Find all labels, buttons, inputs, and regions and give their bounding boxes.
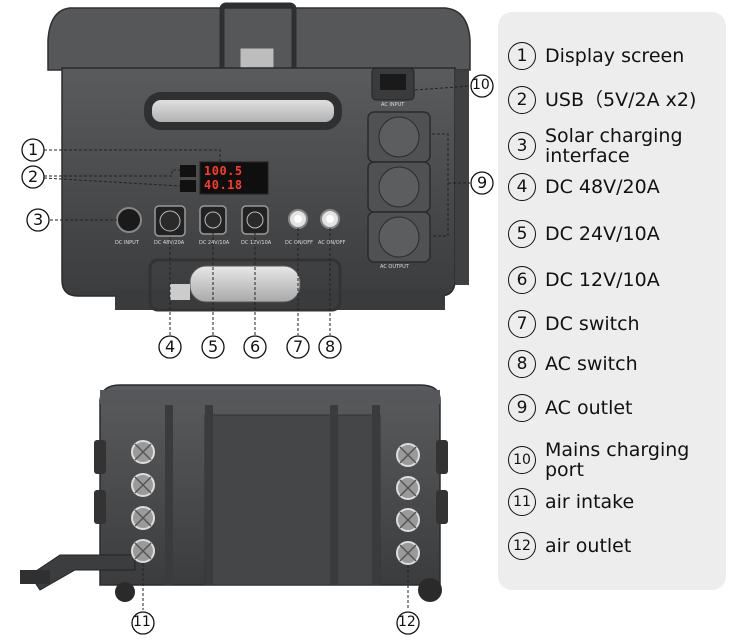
display-reading-bottom: 40.18 <box>204 178 243 192</box>
legend-label: DC 12V/10A <box>545 269 660 291</box>
legend-item: 11 air intake <box>508 488 634 516</box>
legend-item: 12 air outlet <box>508 532 631 560</box>
legend-label: Solar charging interface <box>545 125 683 167</box>
callout-number-1: 1 <box>28 140 39 159</box>
legend-number: 5 <box>508 220 536 248</box>
legend-number: 8 <box>508 350 536 378</box>
label-ac-onoff: AC ON/OFF <box>318 240 346 246</box>
legend-item: 9 AC outlet <box>508 394 633 422</box>
legend-item: 6 DC 12V/10A <box>508 266 660 294</box>
legend-item: 8 AC switch <box>508 350 638 378</box>
callout-number-12: 12 <box>398 614 416 630</box>
callout-number-7: 7 <box>293 337 304 356</box>
legend-item: 2 USB（5V/2A x2) <box>508 86 696 114</box>
air-outlet-fans <box>396 443 420 565</box>
legend-number: 1 <box>508 42 536 70</box>
legend-number: 12 <box>508 532 536 560</box>
callout-circles <box>21 74 494 635</box>
label-dc-24v: DC 24V/10A <box>199 240 230 246</box>
rear-view <box>20 384 448 602</box>
callout-lines-front <box>43 85 471 335</box>
legend-number: 10 <box>508 446 536 474</box>
legend-label: air outlet <box>545 535 632 557</box>
legend-number: 9 <box>508 394 536 422</box>
legend-label: DC 48V/20A <box>545 176 660 198</box>
callout-number-9: 9 <box>477 173 488 192</box>
callout-number-8: 8 <box>325 337 336 356</box>
legend-panel <box>498 12 726 590</box>
air-intake-fans <box>131 440 155 563</box>
legend-label: Mains charging port <box>545 439 690 481</box>
callout-number-11: 11 <box>133 614 151 630</box>
legend-number: 6 <box>508 266 536 294</box>
legend-item: 4 DC 48V/20A <box>508 173 660 201</box>
label-dc-onoff: DC ON/OFF <box>285 240 313 246</box>
legend-label: DC switch <box>545 313 640 335</box>
legend-item: 3 Solar charging interface <box>508 126 705 166</box>
legend-label: AC outlet <box>545 397 633 419</box>
label-ac-input: AC INPUT <box>381 102 405 108</box>
legend-item: 5 DC 24V/10A <box>508 220 660 248</box>
legend-number: 7 <box>508 310 536 338</box>
callout-number-10: 10 <box>472 77 490 93</box>
legend-label: Display screen <box>545 45 685 67</box>
callout-number-4: 4 <box>165 337 176 356</box>
legend-item: 7 DC switch <box>508 310 640 338</box>
legend-label: air intake <box>545 491 635 513</box>
callout-number-5: 5 <box>208 337 219 356</box>
legend-label: USB（5V/2A x2) <box>545 89 697 111</box>
callout-lines-rear <box>142 563 409 610</box>
callout-number-3: 3 <box>33 210 44 229</box>
display-reading-top: 100.5 <box>204 164 243 178</box>
label-dc-48v: DC 48V/20A <box>154 240 185 246</box>
label-ac-output: AC OUTPUT <box>380 264 409 270</box>
callout-number-2: 2 <box>28 167 39 186</box>
front-view <box>47 2 471 312</box>
callout-number-6: 6 <box>250 337 261 356</box>
legend-number: 11 <box>508 488 536 516</box>
label-dc-12v: DC 12V/10A <box>241 240 272 246</box>
legend-number: 3 <box>508 132 536 160</box>
legend-item: 10 Mains charging port <box>508 440 710 480</box>
label-dc-input: DC INPUT <box>115 240 139 246</box>
legend-item: 1 Display screen <box>508 42 684 70</box>
legend-number: 2 <box>508 86 536 114</box>
legend-label: AC switch <box>545 353 638 375</box>
legend-number: 4 <box>508 173 536 201</box>
legend-label: DC 24V/10A <box>545 223 660 245</box>
